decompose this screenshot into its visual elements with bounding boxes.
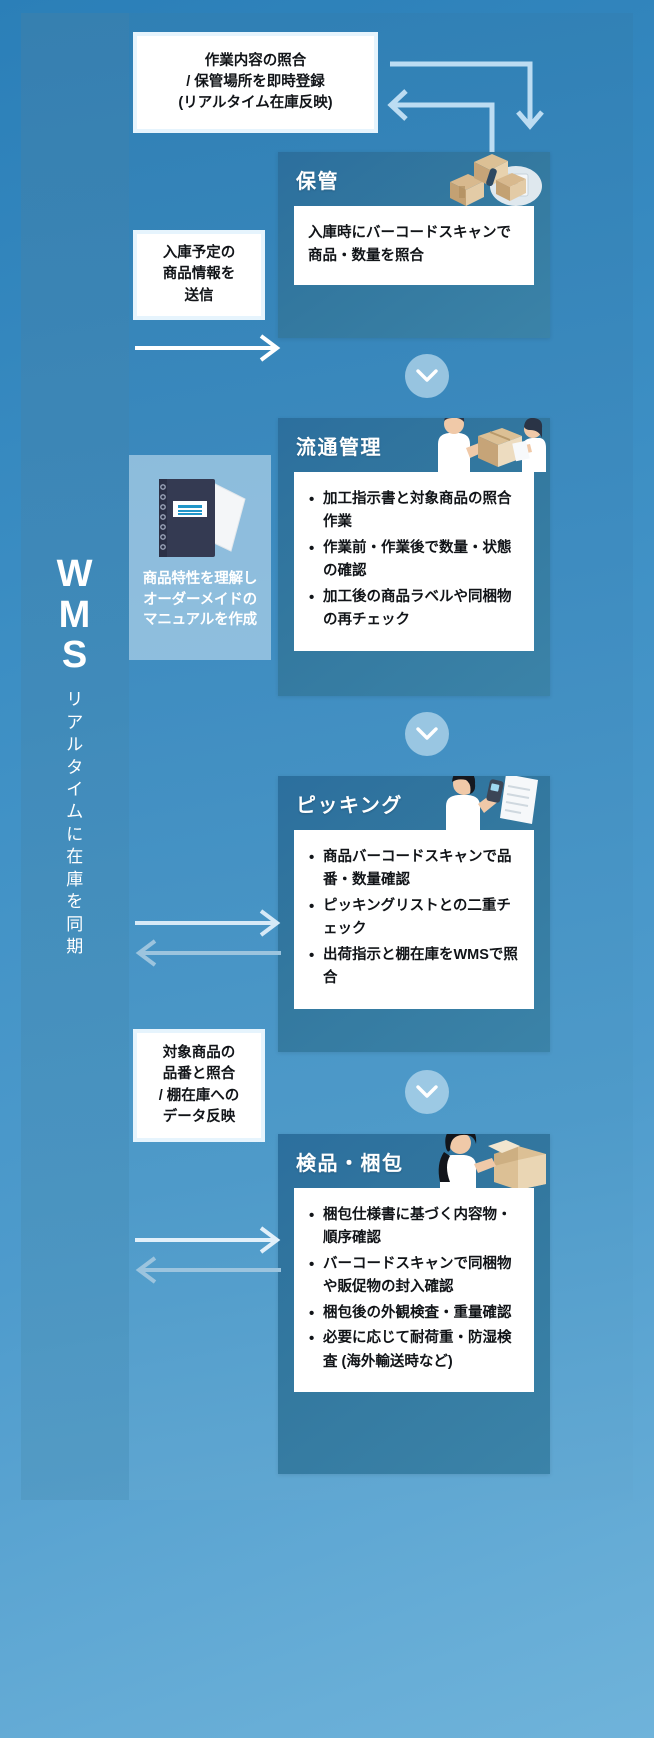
- list-item: 梱包仕様書に基づく内容物・順序確認: [308, 1204, 520, 1251]
- list-item: 梱包後の外観検査・重量確認: [308, 1302, 520, 1327]
- section-bullet-list: 梱包仕様書に基づく内容物・順序確認 バーコードスキャンで同梱物や販促物の封入確認…: [308, 1204, 520, 1374]
- boxes-scanner-icon: [450, 154, 542, 206]
- worker-packing-box-icon: [438, 1134, 546, 1188]
- list-item: 必要に応じて耐荷重・防湿検査 (海外輸送時など): [308, 1327, 520, 1374]
- section-card-inspection: 検品・梱包 梱包仕様書に基づく内容物・順序確認 バーコードスキャンで同梱物や販促…: [278, 1134, 550, 1474]
- section-title: 保管: [296, 170, 339, 193]
- list-item: 加工指示書と対象商品の照合作業: [308, 488, 520, 535]
- section-card-storage: 保管: [278, 152, 550, 338]
- chevron-down-icon: [416, 727, 438, 740]
- section-paragraph: 入庫時にバーコードスキャンで商品・数量を照合: [308, 225, 511, 265]
- card-header: 検品・梱包: [278, 1134, 550, 1188]
- list-item: 作業前・作業後で数量・状態の確認: [308, 537, 520, 584]
- wms-subtitle: リ ア ル タ イ ム に 在 庫 を 同 期: [66, 690, 84, 957]
- callout-top-work-matching: 作業内容の照合 / 保管場所を即時登録 (リアルタイム在庫反映): [133, 32, 378, 133]
- arrow-down-path-icon: [390, 61, 544, 130]
- worker-handheld-scanner-icon: [446, 776, 538, 830]
- manual-panel: 商品特性を理解し オーダーメイドの マニュアルを作成: [129, 455, 271, 660]
- arrow-right-icon: [135, 334, 281, 362]
- arrow-right-inbound: [133, 330, 283, 362]
- section-bullet-list: 加工指示書と対象商品の照合作業 作業前・作業後で数量・状態の確認 加工後の商品ラ…: [308, 488, 520, 633]
- wms-title: W M S: [57, 554, 94, 675]
- card-body: 入庫時にバーコードスキャンで商品・数量を照合: [294, 206, 534, 285]
- feedback-arrow-outer: [382, 46, 544, 146]
- wms-title-char: W: [56, 553, 94, 596]
- section-card-distribution: 流通管理 加工指示書と対象商品の照: [278, 418, 550, 696]
- arrow-left-icon: [135, 1256, 281, 1284]
- arrow-left-icon: [135, 939, 281, 967]
- section-title: 検品・梱包: [296, 1152, 404, 1175]
- arrow-left-picking: [133, 935, 283, 967]
- list-item: 加工後の商品ラベルや同梱物の再チェック: [308, 586, 520, 633]
- arrow-right-picking: [133, 905, 283, 937]
- arrow-right-icon: [135, 909, 281, 937]
- arrow-right-icon: [135, 1226, 281, 1254]
- wms-label-column: W M S リ ア ル タ イ ム に 在 庫 を 同 期: [21, 13, 129, 1500]
- list-item: 商品バーコードスキャンで品番・数量確認: [308, 846, 520, 893]
- card-header: ピッキング: [278, 776, 550, 830]
- connector-chevron-2: [405, 712, 449, 756]
- arrow-right-inspection: [133, 1222, 283, 1254]
- chevron-down-icon: [416, 369, 438, 382]
- list-item: ピッキングリストとの二重チェック: [308, 895, 520, 942]
- card-body: 加工指示書と対象商品の照合作業 作業前・作業後で数量・状態の確認 加工後の商品ラ…: [294, 472, 534, 651]
- feedback-arrow-inner: [382, 62, 522, 162]
- card-header: 流通管理: [278, 418, 550, 472]
- callout-text: 入庫予定の 商品情報を 送信: [162, 245, 236, 304]
- manual-text: 商品特性を理解し オーダーメイドの マニュアルを作成: [142, 571, 258, 629]
- section-bullet-list: 商品バーコードスキャンで品番・数量確認 ピッキングリストとの二重チェック 出荷指…: [308, 846, 520, 991]
- wms-title-char: M: [58, 593, 92, 636]
- card-body: 商品バーコードスキャンで品番・数量確認 ピッキングリストとの二重チェック 出荷指…: [294, 830, 534, 1009]
- wms-title-char: S: [61, 634, 89, 676]
- list-item: 出荷指示と棚在庫をWMSで照合: [308, 944, 520, 991]
- connector-chevron-3: [405, 1070, 449, 1114]
- callout-inbound-info: 入庫予定の 商品情報を 送信: [133, 230, 265, 320]
- card-header: 保管: [278, 152, 550, 206]
- callout-match-data: 対象商品の 品番と照合 / 棚在庫への データ反映: [133, 1029, 265, 1142]
- arrow-left-inspection: [133, 1252, 283, 1284]
- card-body: 梱包仕様書に基づく内容物・順序確認 バーコードスキャンで同梱物や販促物の封入確認…: [294, 1188, 534, 1393]
- section-title: ピッキング: [296, 794, 403, 817]
- notebook-icon: [159, 479, 246, 557]
- workers-package-icon: [438, 418, 546, 472]
- chevron-down-icon: [416, 1085, 438, 1098]
- connector-chevron-1: [405, 354, 449, 398]
- section-title: 流通管理: [296, 436, 382, 459]
- section-card-picking: ピッキング 商品バーコードスキャンで: [278, 776, 550, 1052]
- arrow-left-path-icon: [387, 89, 495, 162]
- list-item: バーコードスキャンで同梱物や販促物の封入確認: [308, 1253, 520, 1300]
- callout-text: 対象商品の 品番と照合 / 棚在庫への データ反映: [158, 1045, 240, 1125]
- wms-band: [21, 13, 129, 1500]
- callout-text: 作業内容の照合 / 保管場所を即時登録 (リアルタイム在庫反映): [178, 52, 333, 111]
